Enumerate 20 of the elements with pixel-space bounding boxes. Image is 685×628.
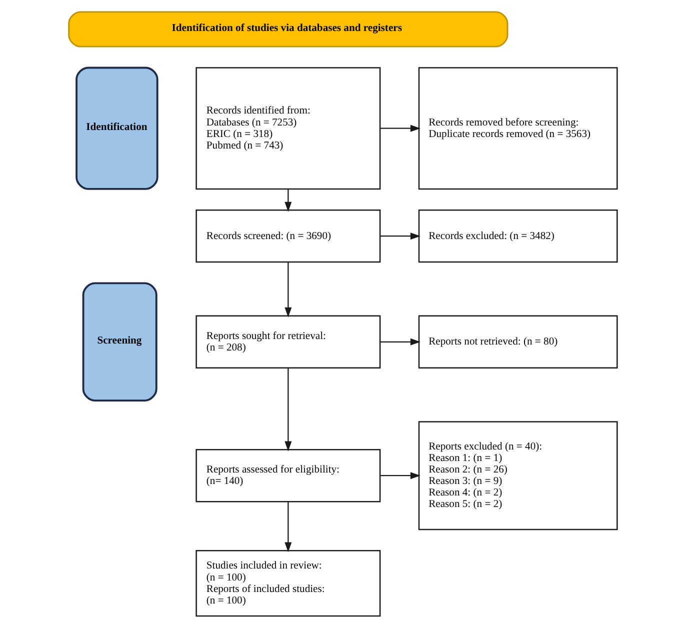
arrow <box>380 338 420 346</box>
node-box: Records identified from: Databases (n = 7253) ERIC (n = 318) Pubmed (n = 743) <box>195 67 380 190</box>
node-box: Reports sought for retrieval: (n = 208) <box>195 315 380 368</box>
arrow <box>380 472 420 480</box>
arrow <box>284 368 292 452</box>
node-box: Identification <box>75 66 158 190</box>
node-box: Reports excluded (n = 40): Reason 1: (n = 1) Reason 2: (n = 26) Reason 3: (n = 9) Reason 4: (n = 2) Reason 5: (n = 2) <box>418 421 618 530</box>
node-box: Records screened: (n = 3690) <box>195 209 380 263</box>
node-box: Identification of studies via databases and registers <box>68 11 508 48</box>
node-box: Records removed before screening: Duplicate records removed (n = 3563) <box>418 67 618 190</box>
arrow <box>284 502 292 552</box>
arrow <box>284 189 292 212</box>
node-box: Reports not retrieved: (n = 80) <box>418 315 618 368</box>
arrow <box>380 124 420 132</box>
node-box: Records excluded: (n = 3482) <box>418 209 618 263</box>
arrow <box>284 262 292 318</box>
node-box: Screening <box>82 282 157 402</box>
arrow <box>380 232 420 240</box>
node-box: Reports assessed for eligibility: (n= 140) <box>195 449 380 502</box>
node-box: Studies included in review: (n = 100) Reports of included studies: (n = 100) <box>195 550 380 617</box>
